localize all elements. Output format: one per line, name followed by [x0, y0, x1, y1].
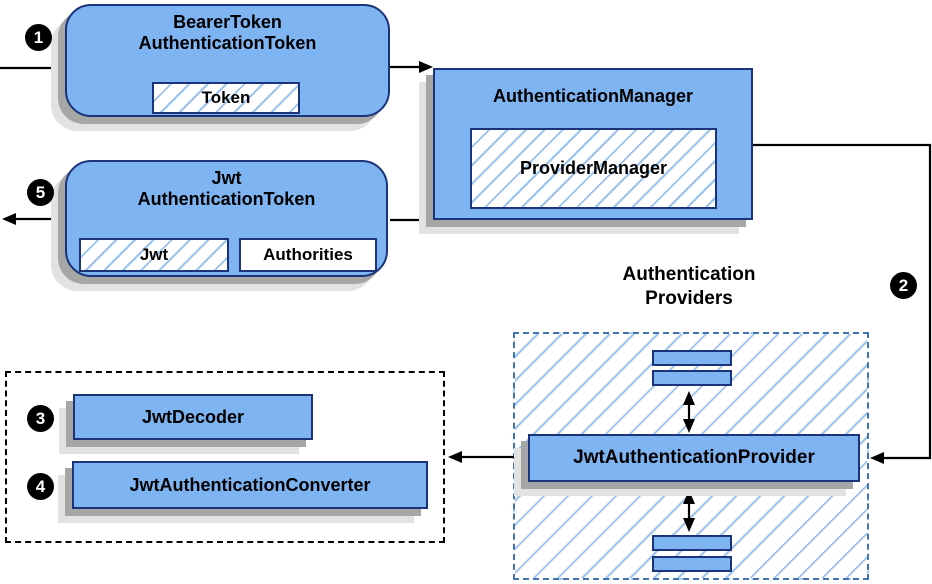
provider-stack-bar-bottom-2 [652, 556, 732, 572]
jwt-token-title-line2: AuthenticationToken [137, 189, 316, 209]
token-chip-label: Token [201, 88, 251, 107]
step-4-badge: 4 [27, 473, 54, 500]
jwt-chip: Jwt [79, 238, 229, 272]
step-2-badge: 2 [890, 272, 917, 299]
jwt-token-title-line1: Jwt [211, 168, 242, 188]
step-5-badge: 5 [27, 179, 54, 206]
step-1-badge: 1 [25, 24, 52, 51]
arrowhead-to-decoder [448, 451, 462, 463]
jwt-decoder-box: JwtDecoder [73, 394, 313, 440]
bearer-token-title-line1: BearerToken [173, 12, 282, 32]
provider-stack-bar-bottom-1 [652, 535, 732, 551]
token-chip: Token [152, 82, 300, 114]
providers-label-line2: Providers [645, 288, 733, 309]
authentication-providers-label: Authentication Providers [589, 263, 789, 311]
step-1-number: 1 [33, 27, 44, 47]
jwt-authentication-converter-box: JwtAuthenticationConverter [72, 461, 428, 509]
step-2-number: 2 [898, 275, 909, 295]
bearer-token-box-title: BearerToken AuthenticationToken [139, 12, 317, 54]
step-4-number: 4 [35, 476, 46, 496]
authentication-manager-title: AuthenticationManager [492, 86, 693, 106]
bearer-token-title-line2: AuthenticationToken [138, 33, 317, 53]
jwt-decoder-label: JwtDecoder [141, 406, 245, 427]
arrowhead-to-provider [870, 452, 884, 464]
authorities-chip-label: Authorities [263, 245, 353, 264]
jwt-authentication-token-box: Jwt AuthenticationToken Jwt Authorities [65, 160, 388, 277]
step-3-badge: 3 [27, 405, 54, 432]
jwt-authentication-converter-label: JwtAuthenticationConverter [129, 474, 371, 495]
provider-stack-bar-top-2 [652, 370, 732, 386]
bearer-token-authentication-token-box: BearerToken AuthenticationToken Token [65, 4, 390, 117]
arrowhead-step5-out [2, 213, 16, 225]
arrowhead-to-manager [419, 61, 433, 73]
providers-label-line1: Authentication [622, 264, 756, 285]
authentication-manager-box: AuthenticationManager ProviderManager [433, 68, 753, 220]
provider-manager-chip-label: ProviderManager [519, 158, 668, 178]
provider-manager-chip: ProviderManager [470, 128, 717, 209]
jwt-authentication-provider-label: JwtAuthenticationProvider [573, 447, 815, 468]
step-3-number: 3 [35, 408, 46, 428]
provider-stack-bar-top-1 [652, 350, 732, 366]
step-5-number: 5 [35, 182, 46, 202]
authorities-chip: Authorities [239, 238, 377, 272]
jwt-chip-label: Jwt [139, 245, 169, 264]
jwt-token-box-title: Jwt AuthenticationToken [138, 168, 316, 210]
jwt-authentication-provider-box: JwtAuthenticationProvider [528, 434, 860, 482]
